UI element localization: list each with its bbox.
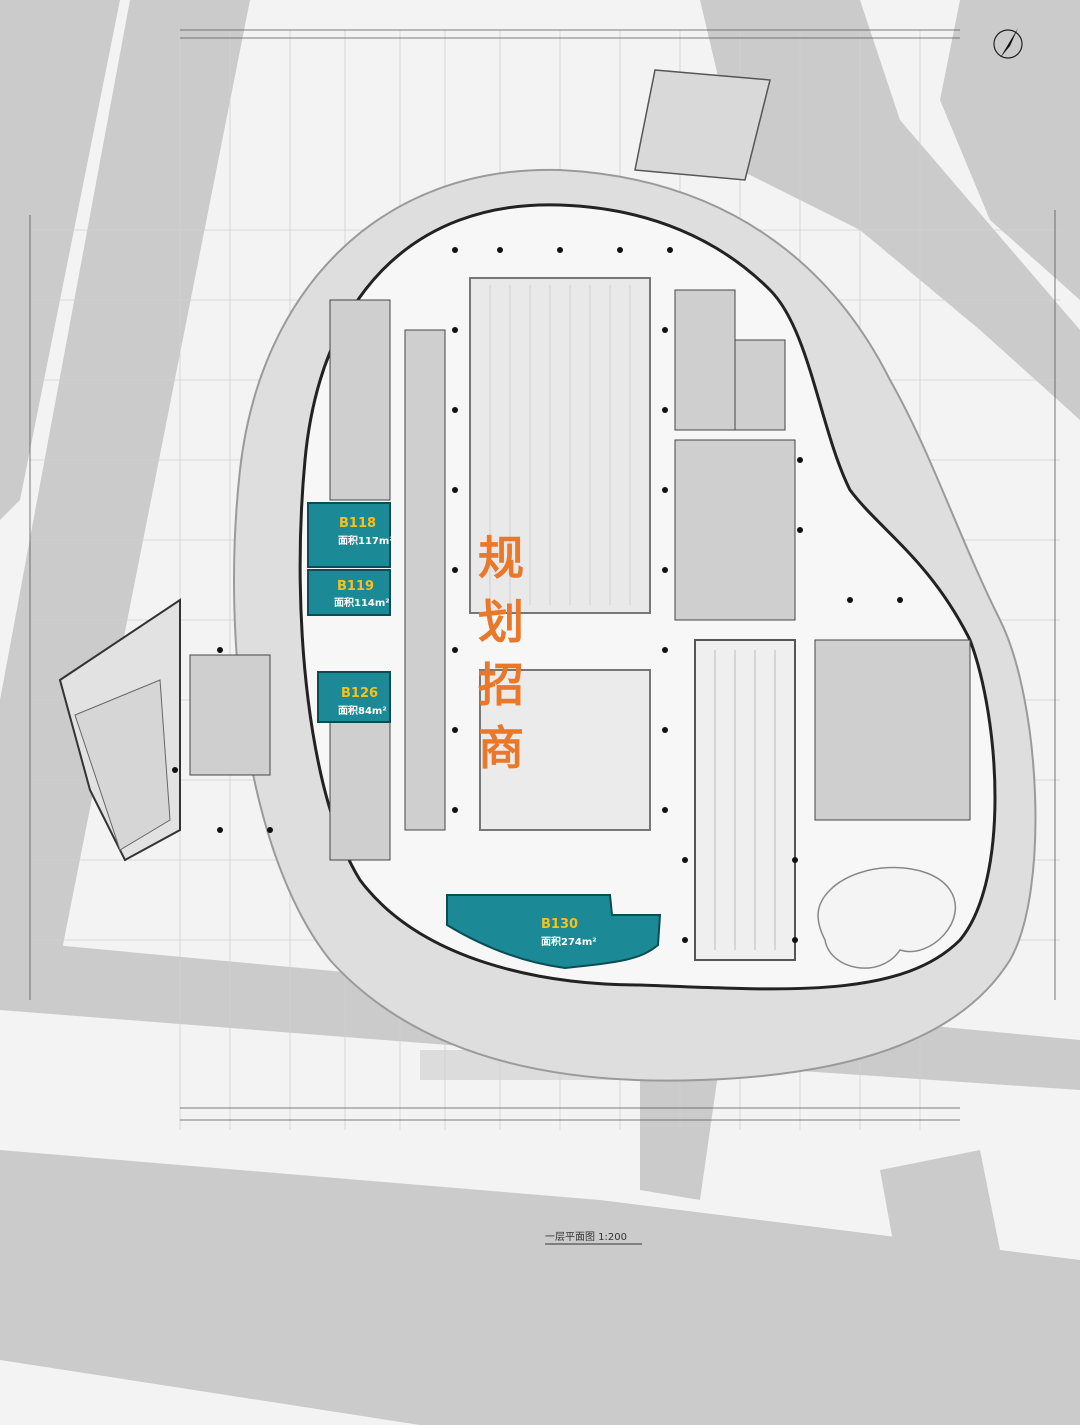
banner-char-4: 商 bbox=[478, 721, 524, 775]
unit-b126-area: 面积84m² bbox=[338, 704, 387, 717]
unit-b119-label: B119 bbox=[337, 579, 374, 594]
main-pool-lanes bbox=[489, 285, 631, 605]
unit-b118[interactable] bbox=[307, 502, 391, 568]
plan-caption: 一层平面图 1:200 bbox=[545, 1231, 627, 1243]
north-arrow-icon bbox=[993, 28, 1023, 59]
long-pool-lanes bbox=[714, 650, 776, 950]
banner-char-3: 招 bbox=[478, 658, 524, 712]
unit-b119-area: 面积114m² bbox=[334, 596, 390, 609]
north-entrance bbox=[634, 69, 771, 181]
unit-b126-label: B126 bbox=[341, 686, 378, 701]
dimension-lines bbox=[29, 29, 1056, 1121]
service-rooms bbox=[189, 289, 971, 861]
unit-b130-label: B130 bbox=[541, 917, 578, 932]
garden-island bbox=[817, 866, 957, 969]
long-pool bbox=[694, 639, 796, 961]
banner-char-1: 规 bbox=[478, 531, 524, 585]
main-pool bbox=[469, 277, 651, 614]
banner-char-2: 划 bbox=[478, 595, 524, 649]
unit-b130[interactable] bbox=[446, 894, 662, 970]
unit-b130-area: 面积274m² bbox=[541, 935, 597, 948]
unit-b118-area: 面积117m² bbox=[338, 534, 394, 547]
training-pool bbox=[479, 669, 651, 831]
unit-b126[interactable] bbox=[317, 671, 391, 723]
unit-b119[interactable] bbox=[307, 569, 391, 616]
west-annex-stairs bbox=[74, 679, 171, 851]
column-dots bbox=[172, 247, 903, 943]
unit-b118-label: B118 bbox=[339, 516, 376, 531]
